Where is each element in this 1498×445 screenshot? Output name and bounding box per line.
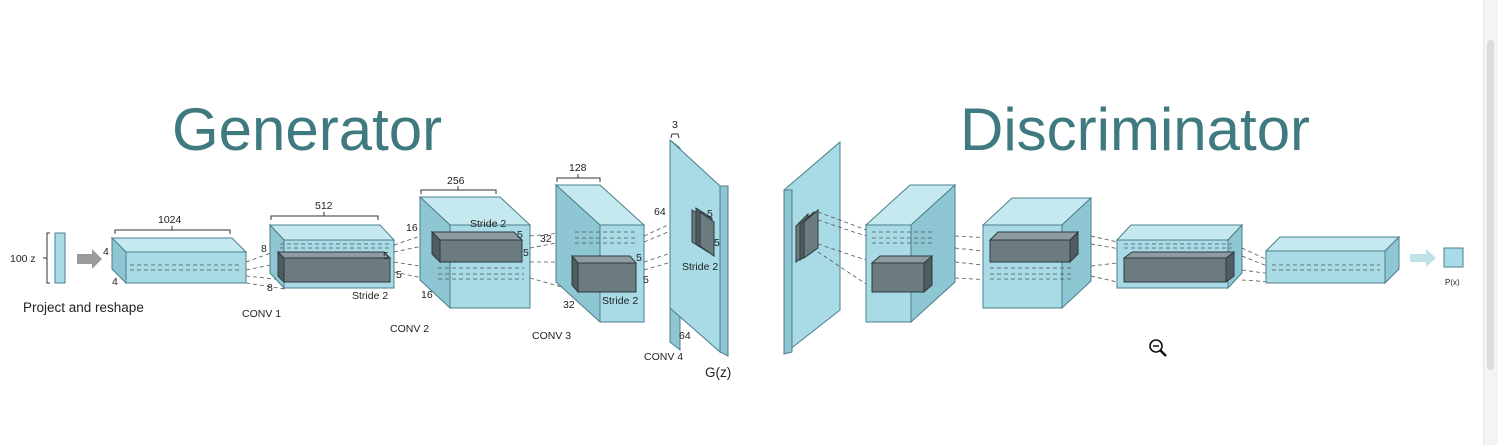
input-label: 100 z [10, 253, 36, 265]
conv4-height: 64 [654, 206, 666, 218]
project-height: 4 [103, 246, 109, 258]
conv3-width: 128 [569, 162, 587, 174]
disc-block-3 [1115, 223, 1244, 290]
conv1-stride: Stride 2 [352, 290, 388, 302]
conv4-stride: Stride 2 [682, 261, 718, 273]
conv4-name: CONV 4 [644, 351, 683, 363]
gz-output-plane [669, 138, 729, 357]
conv4-width: 3 [672, 119, 678, 131]
disc-block-4 [1264, 235, 1401, 285]
conv2-kernel-size-2: 5 [523, 247, 529, 259]
px-label: P(x) [1445, 278, 1460, 287]
conv1-height: 8 [261, 243, 267, 255]
conv1-depth: 8 [267, 282, 273, 294]
project-width: 1024 [158, 214, 182, 226]
conv1-width: 512 [315, 200, 333, 212]
project-brace [114, 226, 231, 234]
project-block [110, 236, 248, 285]
conv2-brace [420, 186, 497, 194]
conv4-kernel-size-2: 5 [714, 237, 720, 249]
gz-label: G(z) [705, 365, 731, 380]
conv1-block [268, 223, 396, 290]
discriminator-title: Discriminator [960, 96, 1310, 163]
disc-kernel-4 [1122, 251, 1236, 283]
disc-input-plane [783, 140, 841, 356]
conv2-height: 16 [406, 222, 418, 234]
generator-title: Generator [172, 96, 442, 163]
conv3-height: 32 [540, 233, 552, 245]
conv3-kernel-size-2: 5 [643, 274, 649, 286]
disc-kernel-3 [988, 230, 1080, 264]
project-depth: 4 [112, 276, 118, 288]
disc-kernel-2 [870, 254, 934, 294]
project-arrow-icon [77, 249, 102, 269]
conv2-stride: Stride 2 [470, 218, 506, 230]
magnifier-zoom-out-icon[interactable] [1149, 339, 1167, 357]
conv4-brace [670, 133, 680, 139]
px-output [1443, 247, 1464, 268]
conv1-brace [270, 212, 379, 220]
conv1-name: CONV 1 [242, 308, 281, 320]
conv1-kernel-size-2: 5 [396, 269, 402, 281]
disc-block-1 [864, 183, 957, 324]
conv3-name: CONV 3 [532, 330, 571, 342]
conv4-kernel [691, 207, 715, 257]
conv3-stride: Stride 2 [602, 295, 638, 307]
conv3-kernel-size: 5 [636, 252, 642, 264]
conv2-block [418, 195, 532, 310]
conv4-depth: 64 [679, 330, 691, 342]
output-arrow-icon [1410, 249, 1436, 267]
project-caption: Project and reshape [23, 300, 144, 315]
conv3-kernel [570, 254, 638, 294]
conv1-kernel [276, 250, 392, 284]
conv1-kernel-size: 5 [383, 250, 389, 262]
input-vector [43, 232, 66, 284]
conv2-kernel-size: 5 [517, 229, 523, 241]
conv2-name: CONV 2 [390, 323, 429, 335]
conv4-kernel-size: 5 [707, 208, 713, 220]
conv3-depth: 32 [563, 299, 575, 311]
conv2-depth: 16 [421, 289, 433, 301]
conv2-kernel [430, 230, 524, 264]
disc-kernel-1 [795, 208, 819, 264]
disc-block-2 [981, 196, 1093, 310]
conv3-block [554, 183, 646, 324]
vertical-scrollbar[interactable] [1483, 0, 1498, 445]
conv2-width: 256 [447, 175, 465, 187]
conv3-brace [556, 174, 601, 182]
scrollbar-thumb[interactable] [1487, 40, 1494, 370]
